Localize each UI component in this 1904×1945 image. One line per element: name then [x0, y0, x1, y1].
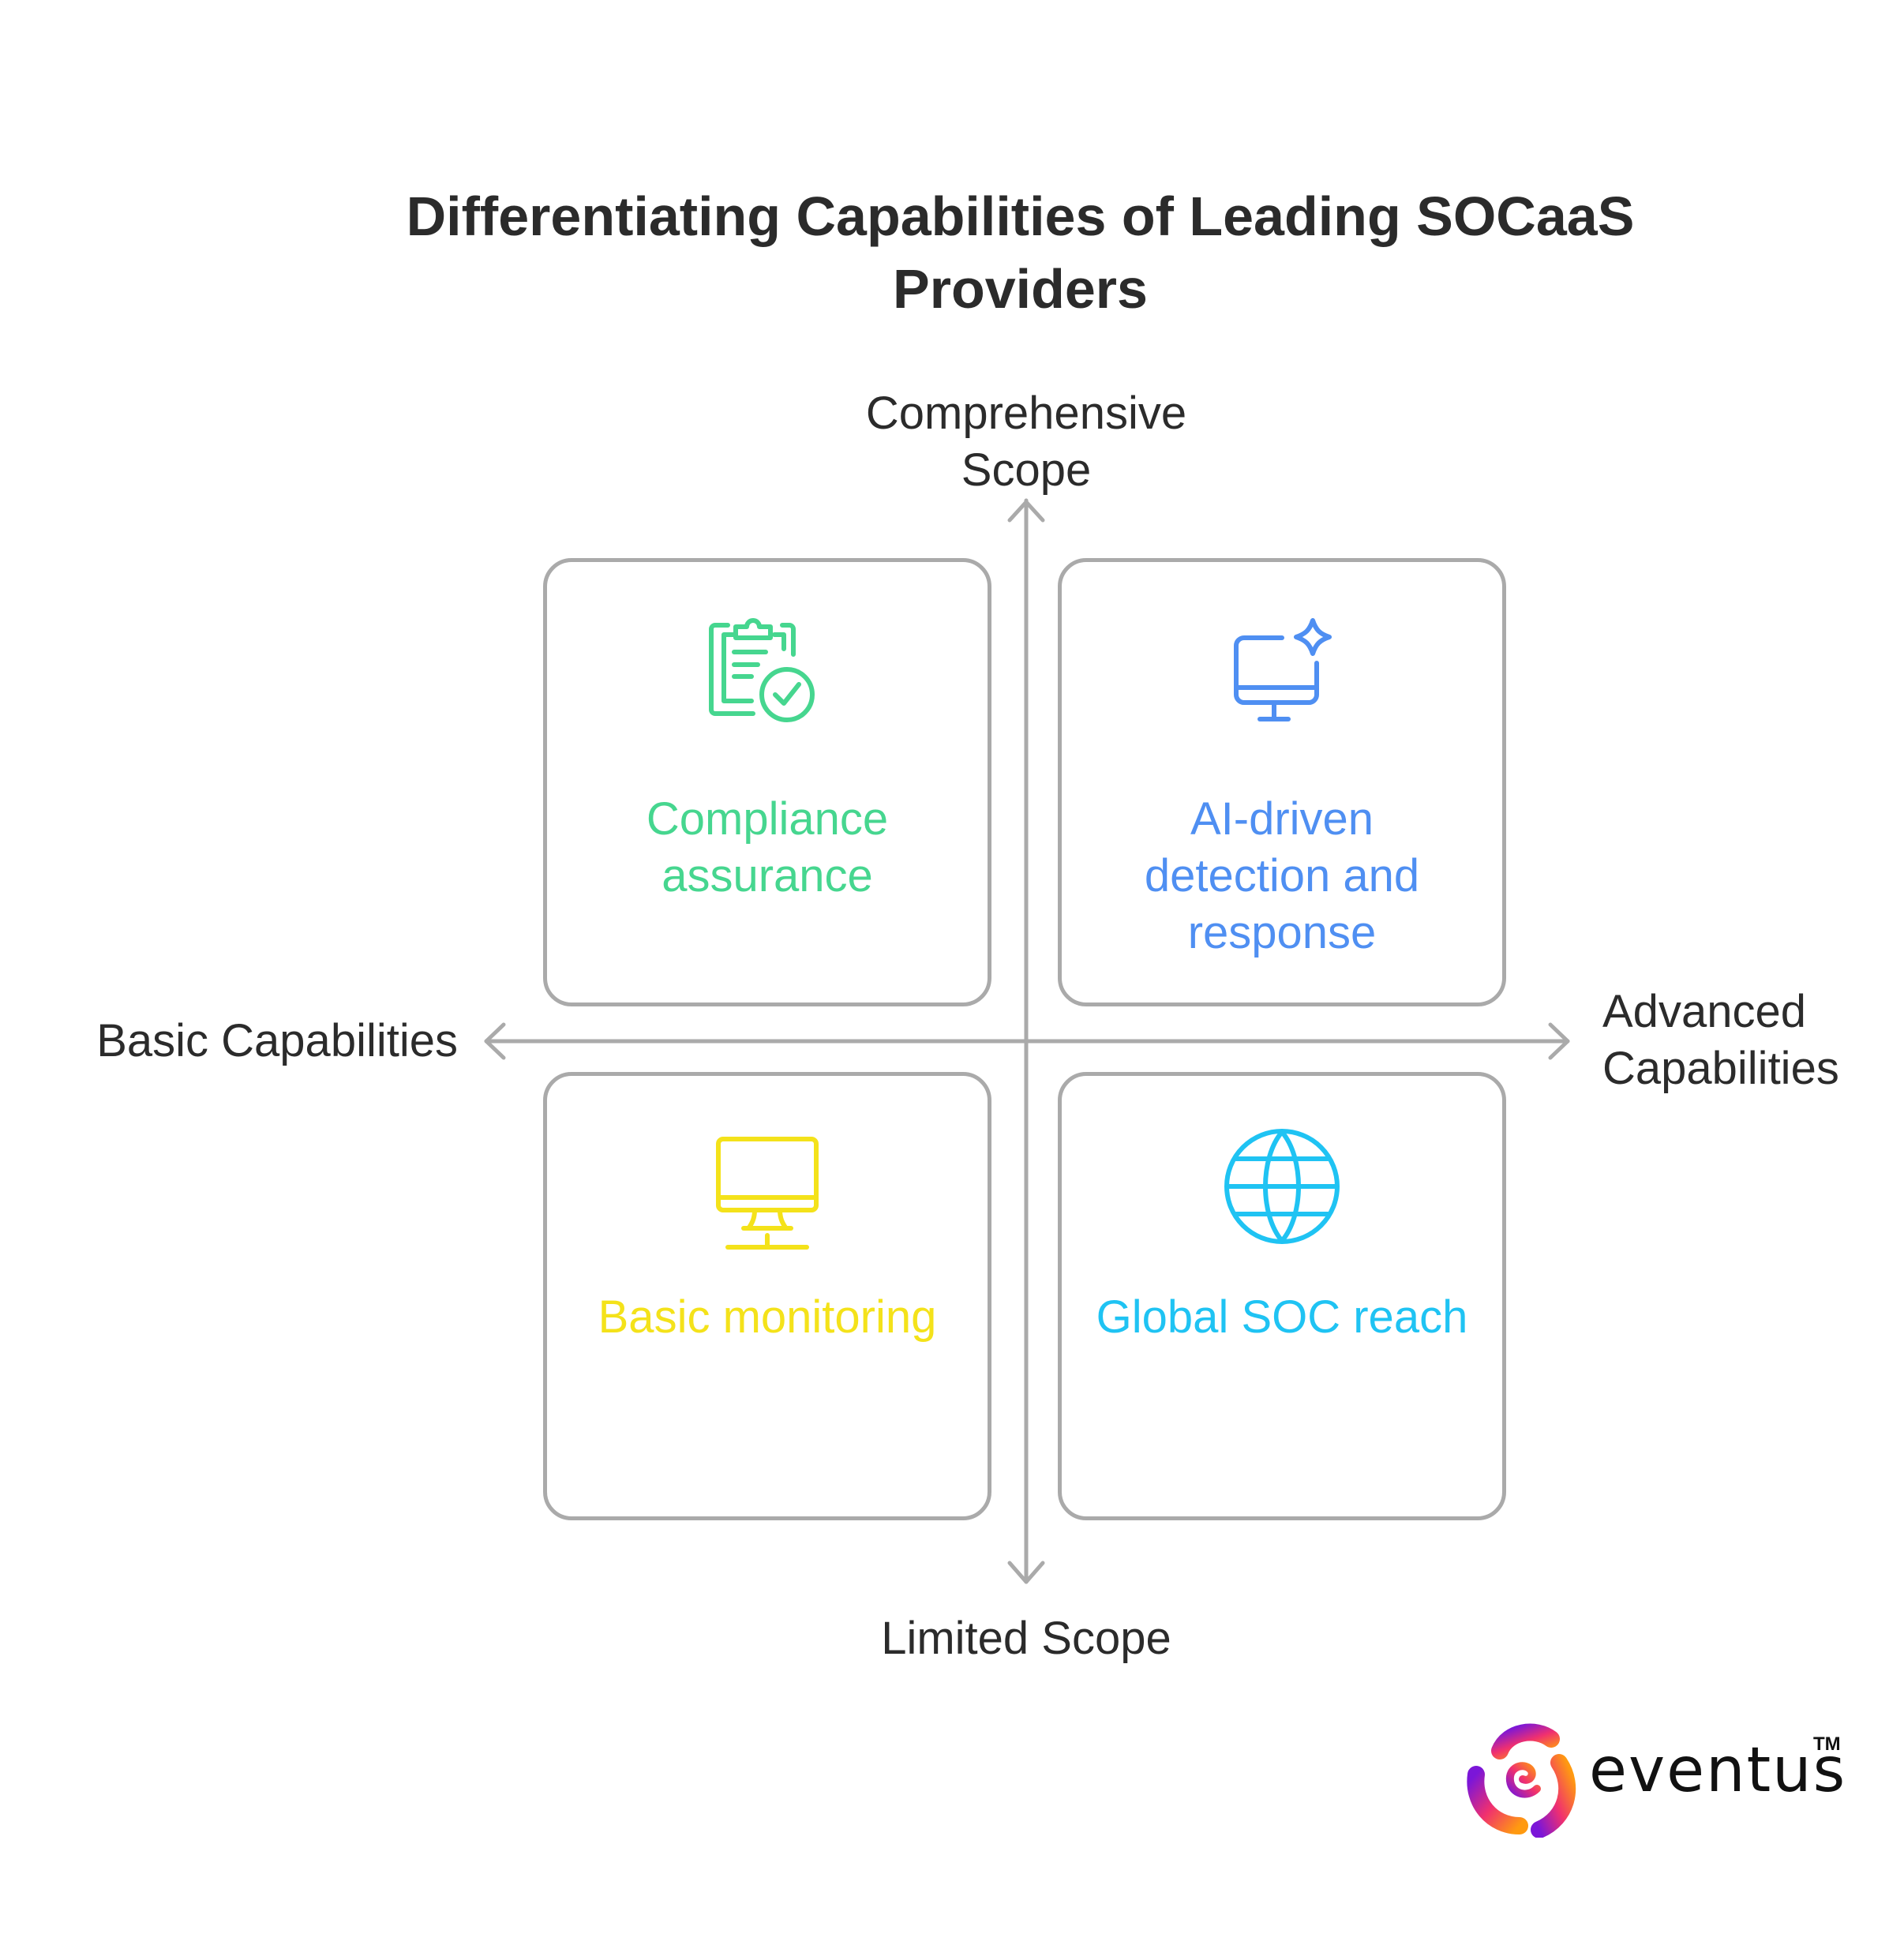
title-line-2: Providers — [893, 258, 1148, 320]
logo-trademark: TM — [1813, 1733, 1841, 1755]
axis-label-right-line-1: Advanced — [1602, 986, 1806, 1037]
arrow-up-head — [1007, 500, 1045, 523]
label-line-2: assurance — [662, 850, 873, 901]
axis-label-bottom: Limited Scope — [789, 1610, 1263, 1667]
arrow-down-head — [1007, 1561, 1045, 1584]
quadrant-label: AI-driven detection and response — [1078, 791, 1486, 961]
arrow-left-head — [484, 1022, 506, 1060]
logo-wordmark: eventus — [1589, 1735, 1847, 1806]
globe-icon — [1224, 1129, 1340, 1244]
eventus-swirl-icon — [1467, 1723, 1576, 1838]
monitor-sparkle-icon — [1234, 618, 1332, 721]
axis-label-top: Comprehensive Scope — [789, 385, 1263, 499]
axis-label-left-line-1: Basic Capabilities — [96, 1015, 458, 1066]
axis-label-right: Advanced Capabilities — [1602, 984, 1902, 1097]
quadrant-label: Global SOC reach — [1078, 1289, 1486, 1346]
quadrant-label: Compliance assurance — [563, 791, 972, 905]
axis-label-left: Basic Capabilities — [47, 1013, 458, 1070]
quadrant-compliance-assurance: Compliance assurance — [543, 558, 991, 1006]
label-line-1: Global SOC reach — [1096, 1291, 1468, 1343]
quadrant-basic-monitoring: Basic monitoring — [543, 1072, 991, 1520]
diagram-title: Differentiating Capabilities of Leading … — [237, 180, 1804, 325]
axis-label-top-line-2: Scope — [961, 444, 1092, 496]
axis-label-right-line-2: Capabilities — [1602, 1043, 1839, 1094]
quadrant-global-soc-reach: Global SOC reach — [1058, 1072, 1506, 1520]
axis-label-bottom-line-1: Limited Scope — [881, 1613, 1171, 1664]
label-line-1: AI-driven — [1190, 793, 1374, 845]
quadrant-ai-driven-detection: AI-driven detection and response — [1058, 558, 1506, 1006]
arrow-right-head — [1548, 1022, 1570, 1060]
title-line-1: Differentiating Capabilities of Leading … — [406, 186, 1635, 247]
label-line-3: response — [1187, 907, 1377, 958]
axis-label-top-line-1: Comprehensive — [865, 388, 1187, 439]
eventus-logo: eventus TM — [1464, 1719, 1875, 1846]
desktop-monitor-icon — [716, 1137, 819, 1250]
clipboard-check-icon — [709, 618, 815, 722]
label-line-1: Compliance — [646, 793, 889, 845]
label-line-2: detection and — [1144, 850, 1420, 901]
label-line-1: Basic monitoring — [598, 1291, 937, 1343]
quadrant-label: Basic monitoring — [563, 1289, 972, 1346]
